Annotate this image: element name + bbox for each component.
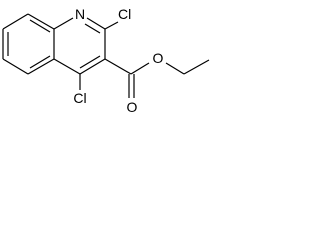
chlorine-4-label: Cl — [73, 90, 86, 106]
bond-c4a-c5 — [27, 58, 55, 75]
bond-c7-c8 — [2, 13, 29, 30]
bond-c2-cl — [104, 21, 119, 30]
nitrogen-label: N — [75, 6, 85, 22]
ester-oxygen-label: O — [153, 50, 164, 66]
bond-ch2-ch3 — [183, 59, 210, 75]
bond-n1-c2 — [86, 17, 106, 30]
bond-c3-carbonyl — [104, 58, 132, 75]
carbonyl-oxygen-label: O — [127, 99, 138, 115]
bond-c4a-c5-inner — [29, 55, 51, 69]
atom-labels: N Cl Cl O O — [73, 6, 163, 115]
bond-c8-c8a — [27, 13, 55, 30]
benzene-ring — [2, 13, 55, 75]
substituents — [79, 21, 210, 98]
bond-c3-c4-inner — [79, 55, 101, 69]
bond-c8-c8a-inner — [29, 19, 51, 33]
bond-c4-c4a — [53, 58, 81, 75]
bond-c5-c6 — [2, 58, 29, 75]
bond-n1-c2-inner — [84, 23, 101, 34]
chlorine-2-label: Cl — [118, 6, 131, 22]
bond-carbonyl-ester-o — [130, 62, 150, 75]
molecule-structure: N Cl Cl O O — [2, 6, 210, 115]
pyridine-ring — [53, 17, 106, 75]
bond-ester-o-ch2 — [165, 62, 185, 75]
bond-c8a-n1 — [53, 17, 74, 30]
bond-c3-c4 — [79, 58, 106, 75]
